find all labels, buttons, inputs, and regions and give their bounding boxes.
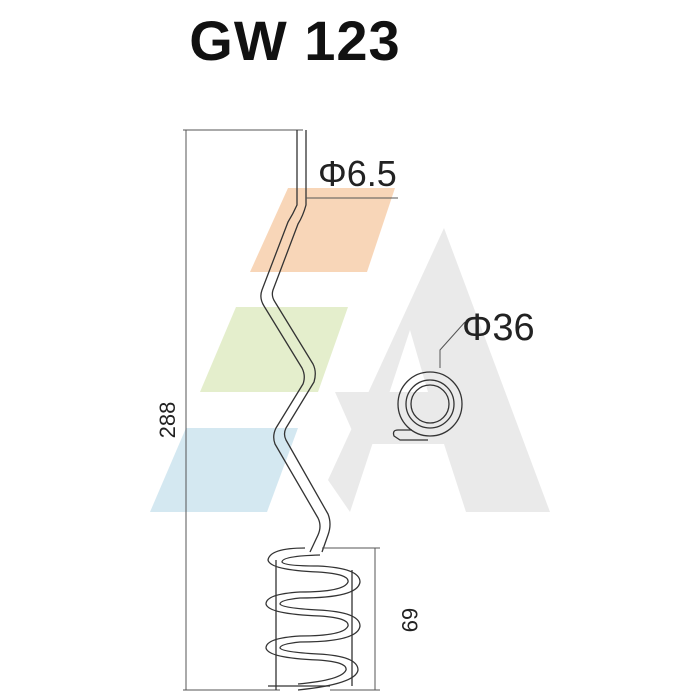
coil-height-label: 69 <box>397 608 422 632</box>
watermark-stripe-green <box>200 307 348 392</box>
part-number-title: GW 123 <box>189 9 401 72</box>
coil-diameter-label: Φ36 <box>462 307 535 349</box>
dimension-coil-height <box>322 547 380 691</box>
dimension-coil-diameter <box>439 321 466 368</box>
watermark-logo <box>150 188 550 512</box>
watermark-stripe-orange <box>250 188 395 272</box>
dimension-total-height <box>183 129 303 691</box>
total-height-label: 288 <box>155 402 180 439</box>
watermark-stripe-blue <box>150 428 298 512</box>
watermark-letter-a <box>328 228 550 512</box>
spring-wire <box>260 130 361 691</box>
wire-diameter-label: Φ6.5 <box>318 153 397 194</box>
coil-end-view <box>392 371 463 441</box>
